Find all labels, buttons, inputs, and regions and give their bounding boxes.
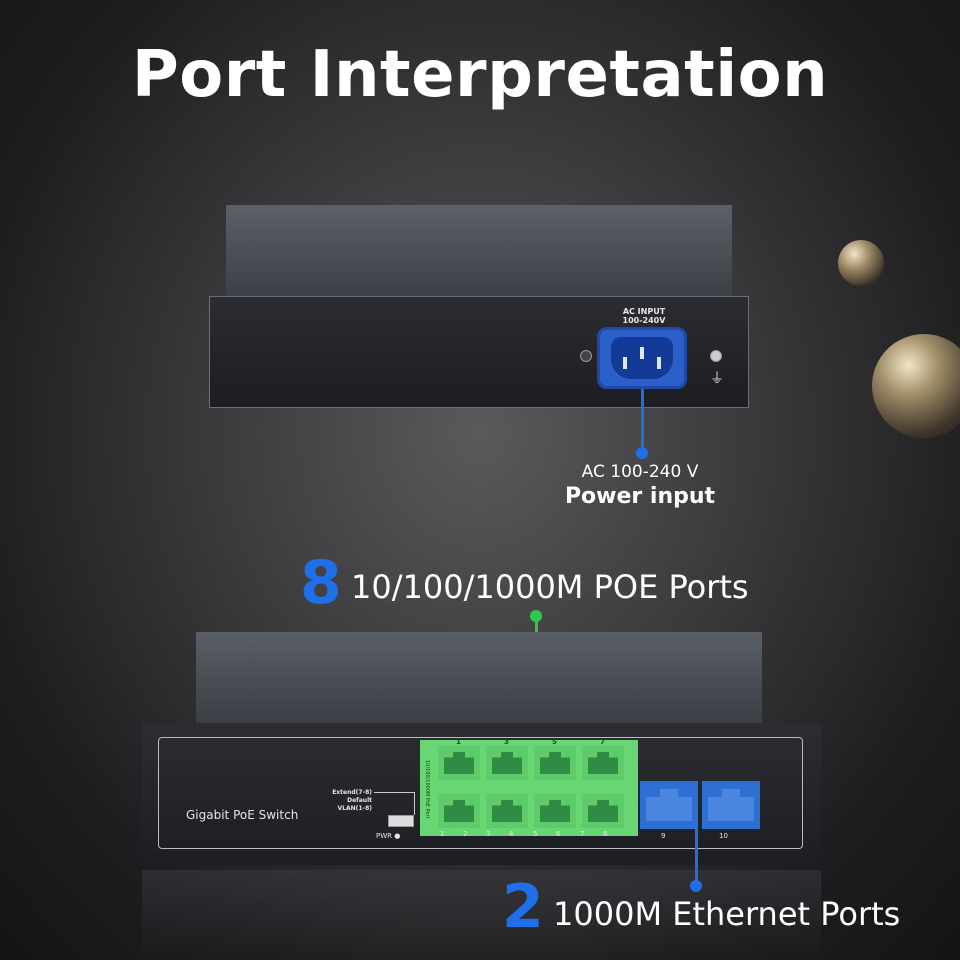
poe-port-4[interactable] <box>486 794 528 828</box>
poe-port-1[interactable] <box>438 746 480 780</box>
front-panel-outline <box>158 737 803 849</box>
port-number: 1 <box>440 830 445 838</box>
switch-label-default: Default <box>347 797 372 804</box>
poe-port-2[interactable] <box>438 794 480 828</box>
switch-label-extend: Extend(7-8) <box>332 789 372 796</box>
port-number: 9 <box>661 832 666 840</box>
screw-icon <box>580 350 592 362</box>
socket-pin <box>640 347 644 359</box>
rj45-jack <box>492 752 522 774</box>
ethernet-port-label: 1000M Ethernet Ports <box>553 895 901 933</box>
poe-port-count: 8 <box>300 548 342 618</box>
poe-port-8[interactable] <box>582 794 624 828</box>
power-lead-dot <box>636 447 648 459</box>
ac-power-socket <box>597 327 687 389</box>
port-number: 3 <box>486 830 491 838</box>
ac-input-label-line1: AC INPUT <box>622 307 666 316</box>
decorative-sphere-small <box>838 240 884 286</box>
rj45-jack <box>646 789 692 821</box>
port-number: 8 <box>603 830 608 838</box>
rj45-jack <box>588 752 618 774</box>
floor-reflection <box>142 870 821 960</box>
front-unit-top <box>196 632 762 724</box>
port-number: 3 <box>504 738 509 746</box>
ethernet-lead-dot <box>690 880 702 892</box>
poe-port-5[interactable] <box>534 746 576 780</box>
rj45-jack <box>444 800 474 822</box>
port-number: 5 <box>552 738 557 746</box>
poe-lead-dot <box>530 610 542 622</box>
socket-pin <box>657 357 661 369</box>
ac-power-socket-inner <box>611 337 673 379</box>
rj45-jack <box>540 800 570 822</box>
power-input-voltage: AC 100-240 V <box>581 462 699 482</box>
pwr-label: PWR <box>376 832 393 840</box>
uplink-port-10[interactable] <box>702 781 760 829</box>
port-number: 4 <box>509 830 514 838</box>
ac-input-label-line2: 100-240V <box>622 316 666 325</box>
port-number: 2 <box>463 830 468 838</box>
port-number: 1 <box>456 738 461 746</box>
poe-port-label: 10/100/1000M POE Ports <box>351 568 749 606</box>
rj45-jack <box>540 752 570 774</box>
poe-vertical-label: 10/100/1000M PoE Port <box>424 759 430 819</box>
power-lead-line <box>641 389 644 451</box>
port-number: 10 <box>719 832 728 840</box>
rj45-jack <box>708 789 754 821</box>
port-number: 7 <box>600 738 605 746</box>
port-number: 6 <box>556 830 561 838</box>
ethernet-port-count: 2 <box>502 872 544 942</box>
port-number: 7 <box>580 830 585 838</box>
switch-label-vlan: VLAN(1-8) <box>337 805 372 812</box>
power-input-label: Power input <box>564 484 716 509</box>
rj45-jack <box>492 800 522 822</box>
decorative-sphere-large <box>872 334 960 438</box>
rj45-jack <box>588 800 618 822</box>
ground-icon: ⏚ <box>710 371 724 387</box>
pwr-indicator: PWR ● <box>376 832 401 840</box>
poe-port-3[interactable] <box>486 746 528 780</box>
brand-label: Gigabit PoE Switch <box>186 808 299 822</box>
dip-switch[interactable] <box>388 815 414 827</box>
port-number: 5 <box>533 830 538 838</box>
screw-icon <box>710 350 722 362</box>
page-title: Port Interpretation <box>131 38 829 112</box>
poe-port-6[interactable] <box>534 794 576 828</box>
rear-unit-top <box>226 205 732 297</box>
poe-port-7[interactable] <box>582 746 624 780</box>
uplink-port-9[interactable] <box>640 781 698 829</box>
ac-input-label: AC INPUT 100-240V <box>600 307 688 325</box>
socket-pin <box>623 357 627 369</box>
switch-label-connector <box>374 792 415 815</box>
rj45-jack <box>444 752 474 774</box>
ethernet-lead-line <box>695 829 698 885</box>
